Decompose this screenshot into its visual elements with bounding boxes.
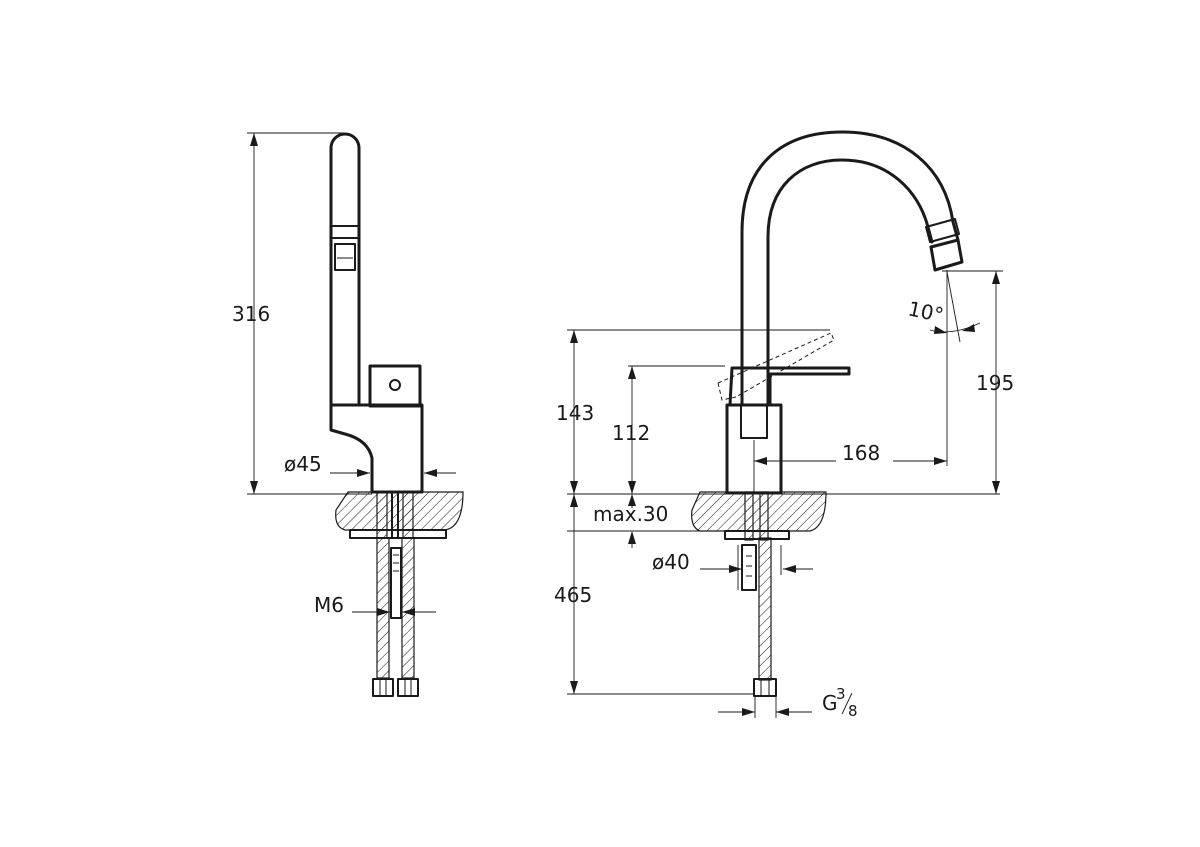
front-dimension-d40: ø40 — [652, 545, 813, 590]
front-aerator — [929, 238, 964, 272]
front-countertop — [691, 491, 827, 532]
side-countertop — [335, 491, 464, 531]
front-cartridge — [740, 404, 768, 439]
side-dimension-d45: ø45 — [284, 452, 456, 477]
front-gooseneck-spout — [740, 130, 960, 407]
side-threaded-rod — [390, 547, 402, 619]
dim-label-g: G — [822, 691, 838, 715]
dim-label-d40: ø40 — [652, 550, 690, 574]
dim-label-m6: M6 — [314, 593, 344, 617]
front-dimension-168: 168 — [753, 270, 948, 494]
side-nut-left — [372, 678, 394, 697]
side-hose-left — [376, 537, 390, 679]
front-lever-handle — [728, 366, 851, 407]
front-nut — [753, 678, 777, 697]
dim-label-d45: ø45 — [284, 452, 322, 476]
side-lever-button — [389, 379, 401, 391]
side-dimension-m6: M6 — [314, 593, 436, 617]
side-lever-cap — [368, 364, 422, 408]
side-nut-right — [397, 678, 419, 697]
side-spout-tube — [329, 132, 361, 407]
front-hose — [758, 537, 772, 681]
side-body — [329, 403, 424, 494]
front-dimension-143: 143 — [556, 329, 1000, 495]
dim-label-195: 195 — [976, 371, 1014, 395]
dim-label-465: 465 — [554, 583, 592, 607]
dim-label-g-num: 3 — [836, 685, 846, 703]
front-gooseneck-inner — [766, 158, 934, 407]
dim-label-112: 112 — [612, 421, 650, 445]
side-dimension-316: 316 — [232, 132, 372, 495]
dim-label-max30: max.30 — [593, 502, 668, 526]
front-view — [691, 130, 964, 697]
dim-label-g-den: 8 — [848, 702, 858, 720]
front-lever-open-position — [717, 332, 835, 401]
dim-label-angle: 10° — [906, 296, 946, 327]
front-dimension-112: 112 — [612, 365, 725, 494]
side-hose-right — [401, 537, 415, 679]
side-spout-ring — [330, 225, 360, 239]
front-gasket — [724, 530, 790, 540]
front-dimension-angle: 10° — [906, 271, 981, 343]
front-dimension-195: 195 — [942, 270, 1014, 494]
dim-label-143: 143 — [556, 401, 594, 425]
side-view — [329, 132, 464, 697]
dim-label-316: 316 — [232, 302, 270, 326]
front-dimension-g38: G 3 8 — [718, 685, 858, 720]
dim-label-168: 168 — [842, 441, 880, 465]
front-dimension-465: 465 — [554, 494, 755, 695]
front-threaded-rod — [741, 544, 757, 591]
front-dimension-max30: max.30 — [567, 494, 700, 548]
front-spout-ring — [925, 218, 960, 243]
side-aerator — [334, 243, 356, 271]
